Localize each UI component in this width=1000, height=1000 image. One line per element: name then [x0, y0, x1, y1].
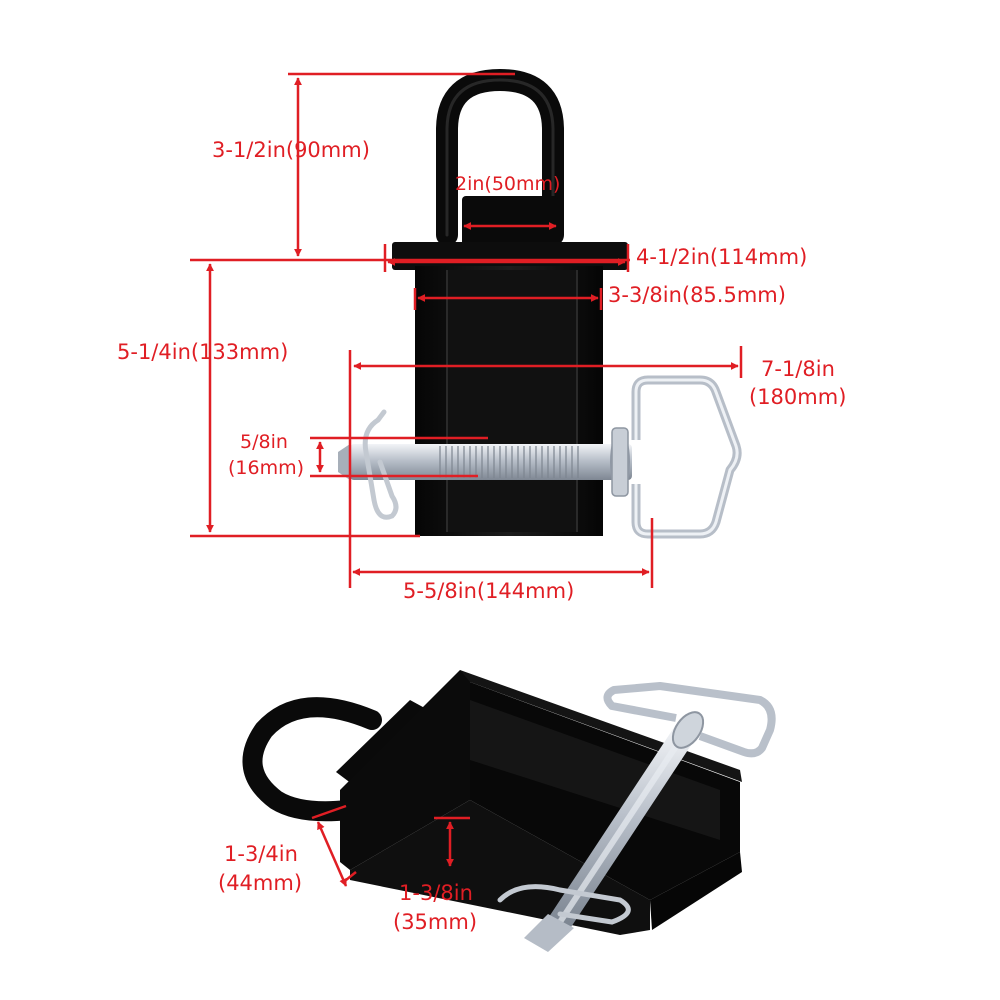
pin-diameter-label-2: (16mm): [228, 457, 304, 479]
pin-threads: [439, 446, 579, 478]
top-flange: [392, 242, 628, 270]
pin-diameter-label-1: 5/8in: [240, 431, 288, 453]
body-height-label: 5-1/4in(133mm): [117, 340, 288, 364]
pin-handle-perspective-icon: [603, 682, 776, 758]
receiver-height-label-1: 1-3/8in: [399, 881, 473, 905]
perspective-view-product: [242, 670, 776, 952]
pin-handle-icon: [631, 375, 742, 539]
front-view-labels: 3-1/2in(90mm) 2in(50mm) 4-1/2in(114mm) 3…: [117, 138, 846, 603]
receiver-face: [447, 270, 577, 532]
pin-length-label-1: 7-1/8in: [761, 357, 835, 381]
d-ring-perspective-icon: [242, 697, 382, 822]
front-view-dimensions: [190, 72, 743, 588]
r-clip-icon: [362, 417, 399, 520]
front-view-product: [338, 68, 742, 539]
pin-length-label-2: (180mm): [749, 385, 846, 409]
receiver-width-arrow: [316, 821, 348, 887]
receiver-width-label-1: 1-3/4in: [224, 842, 298, 866]
overall-width-label: 5-5/8in(144mm): [403, 579, 574, 603]
receiver-height-label-2: (35mm): [393, 910, 477, 934]
receiver-front-face: [340, 670, 470, 870]
flange-width-label: 4-1/2in(114mm): [636, 245, 807, 269]
perspective-view-dimensions: [311, 804, 470, 887]
hitch-pin: [350, 444, 632, 480]
ring-width-label: 2in(50mm): [455, 173, 560, 195]
receiver-width-label-2: (44mm): [218, 871, 302, 895]
perspective-view-labels: 1-3/4in (44mm) 1-3/8in (35mm): [218, 842, 477, 934]
inner-width-label: 3-3/8in(85.5mm): [608, 283, 786, 307]
ring-height-label: 3-1/2in(90mm): [212, 138, 370, 162]
r-clip-perspective-icon: [497, 884, 631, 925]
